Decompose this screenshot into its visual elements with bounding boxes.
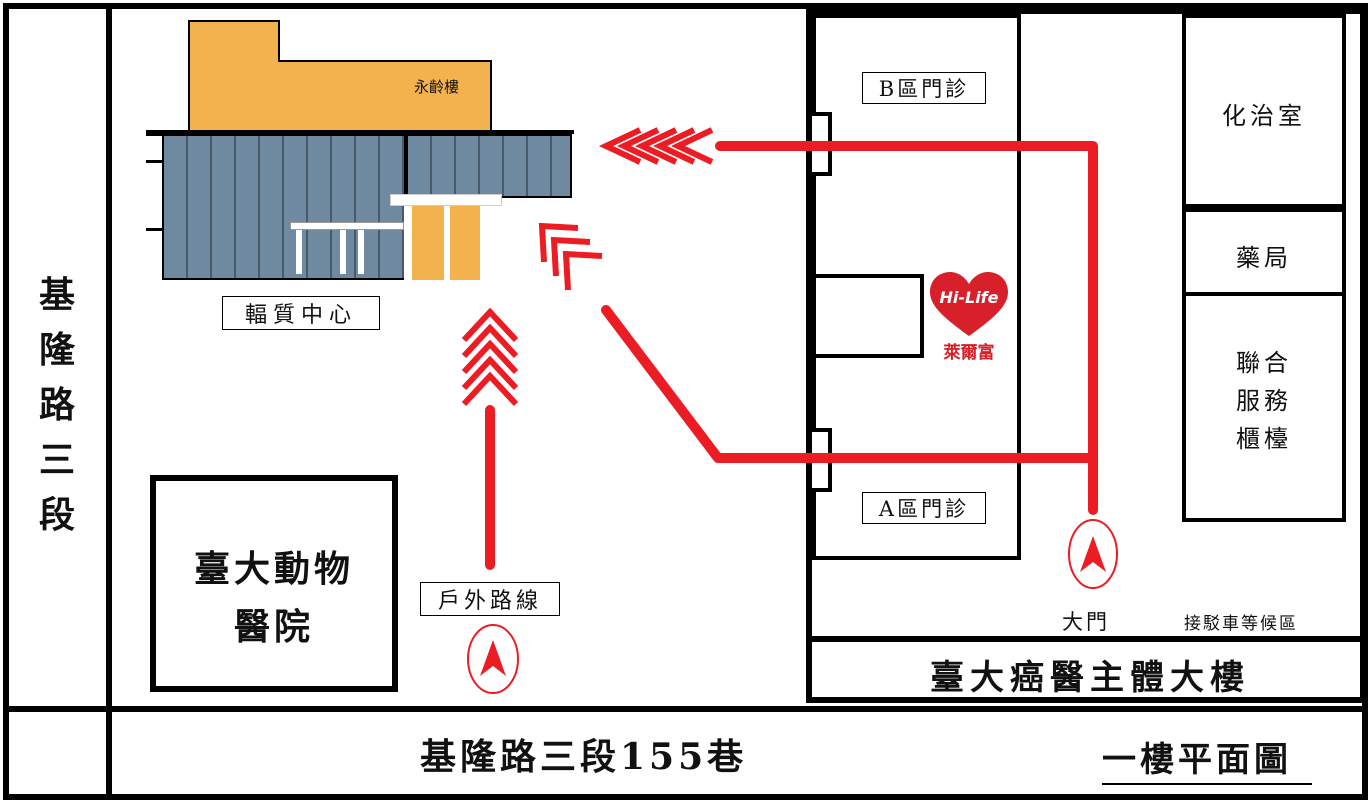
proton-ledge: [146, 228, 164, 231]
left-road-char: 三: [38, 439, 75, 481]
chemo-label: 化治室: [1222, 102, 1306, 130]
proton-ledge: [146, 160, 164, 163]
chemo-room: [1182, 14, 1346, 208]
service-counter-label: 聯合 服務 櫃檯: [1186, 344, 1342, 458]
entrance-door[interactable]: [404, 206, 488, 280]
canopy-pillar: [296, 230, 302, 274]
vet-hospital-label: 臺大動物 醫院: [160, 540, 388, 656]
vet-hospital-line: 臺大動物: [193, 548, 354, 590]
cancer-building-divider: [806, 636, 1366, 642]
bottom-road-divider: [3, 706, 1368, 712]
outdoor-route-label: 戶外路線: [420, 582, 560, 616]
proton-roof-line: [146, 130, 416, 136]
service-counter-line: 服務: [1236, 387, 1292, 415]
yongling-label: 永齡樓: [414, 78, 460, 96]
yongling-building-wing: [278, 60, 492, 135]
b-clinic-door[interactable]: [812, 112, 832, 176]
yongling-building-tower: [188, 20, 280, 135]
a-clinic-label: A區門診: [862, 492, 986, 524]
store-notch: [812, 274, 924, 358]
entrance-canopy: [290, 222, 404, 230]
left-road-char: 基: [38, 274, 75, 316]
a-clinic-door[interactable]: [812, 428, 832, 492]
service-counter-line: 櫃檯: [1236, 425, 1292, 453]
shuttle-wait-label: 接駁車等候區: [1184, 614, 1298, 634]
cancer-building-label: 臺大癌醫主體大樓: [930, 658, 1250, 698]
vet-hospital-building: [150, 475, 398, 692]
proton-center-annex: [406, 134, 572, 198]
bottom-road-label: 基隆路三段155巷: [420, 736, 748, 778]
left-road-char: 路: [38, 384, 75, 426]
proton-center-label: 輻質中心: [222, 296, 380, 330]
map-title: 一樓平面圖: [1102, 732, 1312, 785]
left-road-label: 基 隆 路 三 段: [22, 268, 92, 543]
hilife-store-name: 萊爾富: [943, 343, 995, 363]
left-road-char: 隆: [38, 329, 75, 371]
service-counter-line: 聯合: [1236, 349, 1292, 377]
left-road-char: 段: [38, 494, 75, 536]
left-road-divider: [106, 3, 112, 800]
hilife-store: Hi-Life 萊爾富: [924, 266, 1014, 366]
service-counter-room: [1182, 292, 1346, 522]
canopy-pillar: [358, 230, 364, 274]
pharmacy-label: 藥局: [1236, 244, 1292, 272]
b-clinic-label: B區門診: [862, 72, 986, 104]
vet-hospital-line: 醫院: [233, 606, 314, 648]
proton-center-main: [162, 134, 406, 280]
hilife-logo-text: Hi-Life: [939, 288, 999, 307]
main-gate-label: 大門: [1062, 610, 1110, 634]
proton-roof-line-2: [404, 130, 574, 134]
entrance-frame: [390, 194, 502, 206]
canopy-pillar: [340, 230, 346, 274]
